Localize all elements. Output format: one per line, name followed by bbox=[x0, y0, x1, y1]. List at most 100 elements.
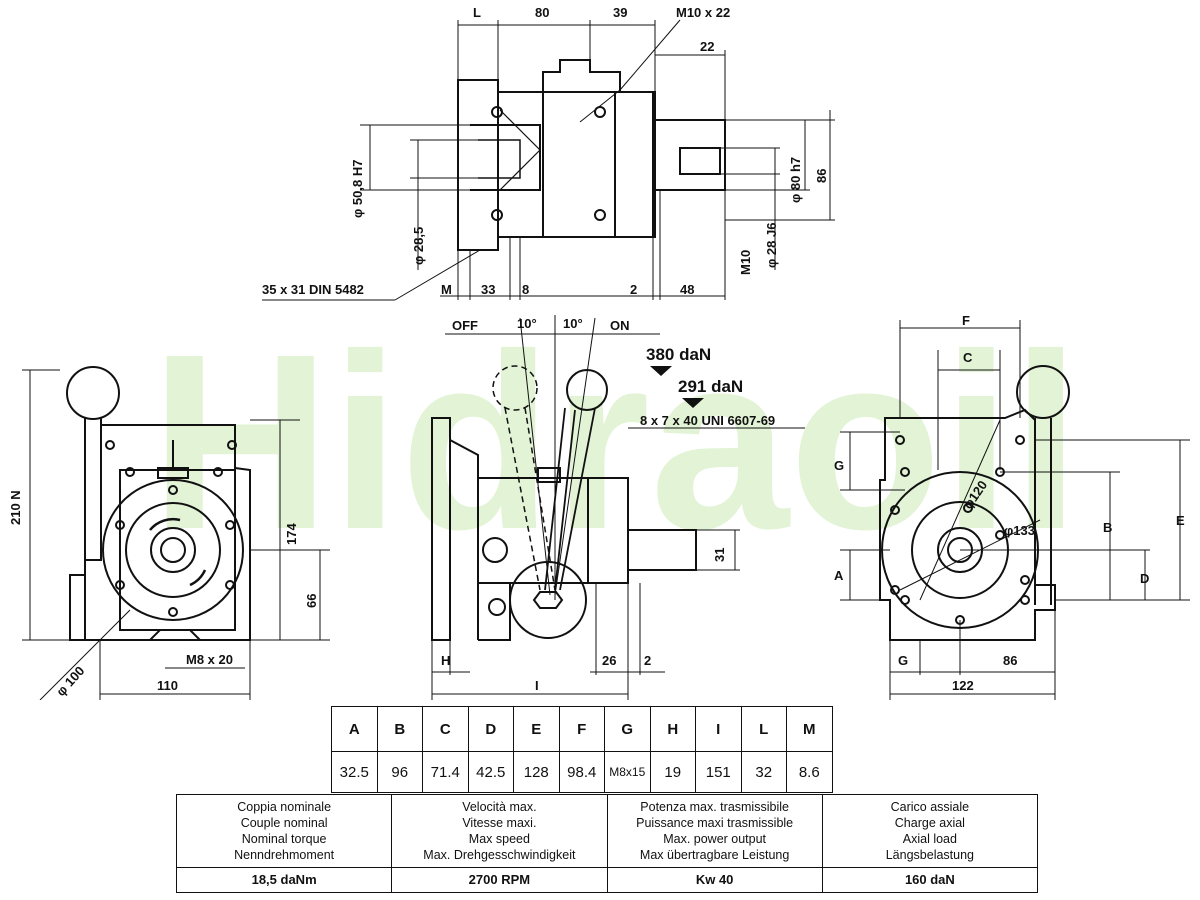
spec-label: Max speed bbox=[468, 832, 530, 846]
dimension-header: C bbox=[422, 706, 469, 752]
dimension-value: 128 bbox=[513, 751, 560, 793]
dim-80: 80 bbox=[535, 5, 549, 20]
dim-E: E bbox=[1176, 513, 1185, 528]
spec-speed-value: 2700 RPM bbox=[391, 867, 608, 893]
dimension-header: M bbox=[786, 706, 833, 752]
dimension-value-row: 32.5 96 71.4 42.5 128 98.4 M8x15 19 151 … bbox=[331, 751, 833, 793]
dimension-value: 98.4 bbox=[558, 751, 605, 793]
dimension-header: D bbox=[467, 706, 514, 752]
spec-label-row: Coppia nominale Couple nominal Nominal t… bbox=[175, 794, 1039, 868]
dim-phi50-h7: φ 50,8 H7 bbox=[350, 160, 365, 218]
dimension-header: H bbox=[649, 706, 696, 752]
dimension-value: 151 bbox=[695, 751, 742, 793]
spec-label: Vitesse maxi. bbox=[462, 816, 537, 830]
dimension-header: G bbox=[604, 706, 651, 752]
right-view bbox=[840, 320, 1190, 700]
dimension-header: E bbox=[513, 706, 560, 752]
dim-48: 48 bbox=[680, 282, 694, 297]
spec-value-row: 18,5 daNm 2700 RPM Kw 40 160 daN bbox=[175, 867, 1039, 893]
spec-speed-labels: Velocità max. Vitesse maxi. Max speed Ma… bbox=[391, 794, 608, 868]
watermark: Hidraoil bbox=[150, 302, 1081, 581]
dim-174: 174 bbox=[284, 523, 299, 545]
dimension-value: 71.4 bbox=[422, 751, 469, 793]
label-off: OFF bbox=[452, 318, 478, 333]
spec-label: Couple nominal bbox=[240, 816, 328, 830]
spec-label: Max. power output bbox=[663, 832, 767, 846]
dim-D: D bbox=[1140, 571, 1149, 586]
dimension-value: 19 bbox=[649, 751, 696, 793]
middle-view bbox=[431, 315, 805, 700]
spec-label: Charge axial bbox=[894, 816, 965, 830]
spec-label: Max übertragbare Leistung bbox=[639, 848, 790, 862]
dimension-value: 42.5 bbox=[467, 751, 514, 793]
dim-66: 66 bbox=[304, 594, 319, 608]
dim-2-mid: 2 bbox=[644, 653, 651, 668]
dim-phi28-5: φ 28,5 bbox=[411, 227, 426, 265]
spec-label: Max. Drehgesschwindigkeit bbox=[423, 848, 576, 862]
angle-10-left: 10° bbox=[517, 316, 537, 331]
right-view-labels: F C G φ120 φ133 B E A D G 86 122 bbox=[834, 313, 1185, 693]
angle-10-right: 10° bbox=[563, 316, 583, 331]
spec-label: Potenza max. trasmissibile bbox=[640, 800, 789, 814]
dim-B: B bbox=[1103, 520, 1112, 535]
dim-33: 33 bbox=[481, 282, 495, 297]
dim-m10x22: M10 x 22 bbox=[676, 5, 730, 20]
dim-m10: M10 bbox=[738, 250, 753, 275]
spec-axial-load-value: 160 daN bbox=[821, 867, 1039, 893]
dimension-header: B bbox=[376, 706, 423, 752]
dimension-header: I bbox=[695, 706, 742, 752]
spec-label: Velocità max. bbox=[462, 800, 537, 814]
dimension-value: 96 bbox=[376, 751, 423, 793]
spec-label: Coppia nominale bbox=[237, 800, 332, 814]
dim-G-top: G bbox=[834, 458, 844, 473]
spec-torque-labels: Coppia nominale Couple nominal Nominal t… bbox=[175, 794, 393, 868]
dim-8: 8 bbox=[522, 282, 529, 297]
dim-M: M bbox=[441, 282, 452, 297]
dim-I: I bbox=[535, 678, 539, 693]
dim-26: 26 bbox=[602, 653, 616, 668]
dimension-value: 32 bbox=[740, 751, 787, 793]
dim-122: 122 bbox=[952, 678, 974, 693]
spec-power-value: Kw 40 bbox=[606, 867, 823, 893]
spec-label: Carico assiale bbox=[890, 800, 970, 814]
dim-39: 39 bbox=[613, 5, 627, 20]
dim-22: 22 bbox=[700, 39, 714, 54]
spec-label: Puissance maxi trasmissible bbox=[636, 816, 794, 830]
dim-phi80-h7: φ 80 h7 bbox=[788, 157, 803, 203]
spec-torque-value: 18,5 daNm bbox=[175, 867, 393, 893]
dim-phi133: φ133 bbox=[1004, 523, 1035, 538]
dimension-value: 8.6 bbox=[786, 751, 833, 793]
dim-spline: 35 x 31 DIN 5482 bbox=[262, 282, 364, 297]
top-view bbox=[262, 19, 835, 301]
dim-F: F bbox=[962, 313, 970, 328]
spec-label: Nenndrehmoment bbox=[234, 848, 335, 862]
dim-86-right: 86 bbox=[1003, 653, 1017, 668]
dimension-header: F bbox=[558, 706, 605, 752]
spec-label: Axial load bbox=[902, 832, 957, 846]
dim-L: L bbox=[473, 5, 481, 20]
dim-phi28-j6: φ 28 J6 bbox=[764, 223, 779, 268]
dimension-header-row: A B C D E F G H I L M bbox=[331, 706, 833, 752]
dim-86: 86 bbox=[814, 169, 829, 183]
spec-table: Coppia nominale Couple nominal Nominal t… bbox=[175, 794, 1039, 893]
technical-drawing: Hidraoil bbox=[8, 5, 1190, 700]
spec-label: Längsbelastung bbox=[885, 848, 975, 862]
spec-power-labels: Potenza max. trasmissibile Puissance max… bbox=[606, 794, 823, 868]
dim-210n: 210 N bbox=[8, 490, 23, 525]
dim-A: A bbox=[834, 568, 844, 583]
left-view bbox=[22, 366, 330, 700]
spec-axial-load-labels: Carico assiale Charge axial Axial load L… bbox=[821, 794, 1039, 868]
dimension-value: 32.5 bbox=[331, 751, 378, 793]
dimension-header: L bbox=[740, 706, 787, 752]
dim-C: C bbox=[963, 350, 973, 365]
middle-view-labels: OFF 10° 10° ON 380 daN 291 daN 8 x 7 x 4… bbox=[441, 316, 775, 693]
load-291: 291 daN bbox=[678, 377, 743, 396]
dim-key: 8 x 7 x 40 UNI 6607-69 bbox=[640, 413, 775, 428]
load-380: 380 daN bbox=[646, 345, 711, 364]
spec-label: Nominal torque bbox=[241, 832, 327, 846]
dimension-value: M8x15 bbox=[604, 751, 651, 793]
dim-31: 31 bbox=[712, 548, 727, 562]
dim-2-top: 2 bbox=[630, 282, 637, 297]
top-view-labels: L 80 39 M10 x 22 22 φ 50,8 H7 φ 28,5 φ 8… bbox=[262, 5, 829, 297]
dimension-header: A bbox=[331, 706, 378, 752]
